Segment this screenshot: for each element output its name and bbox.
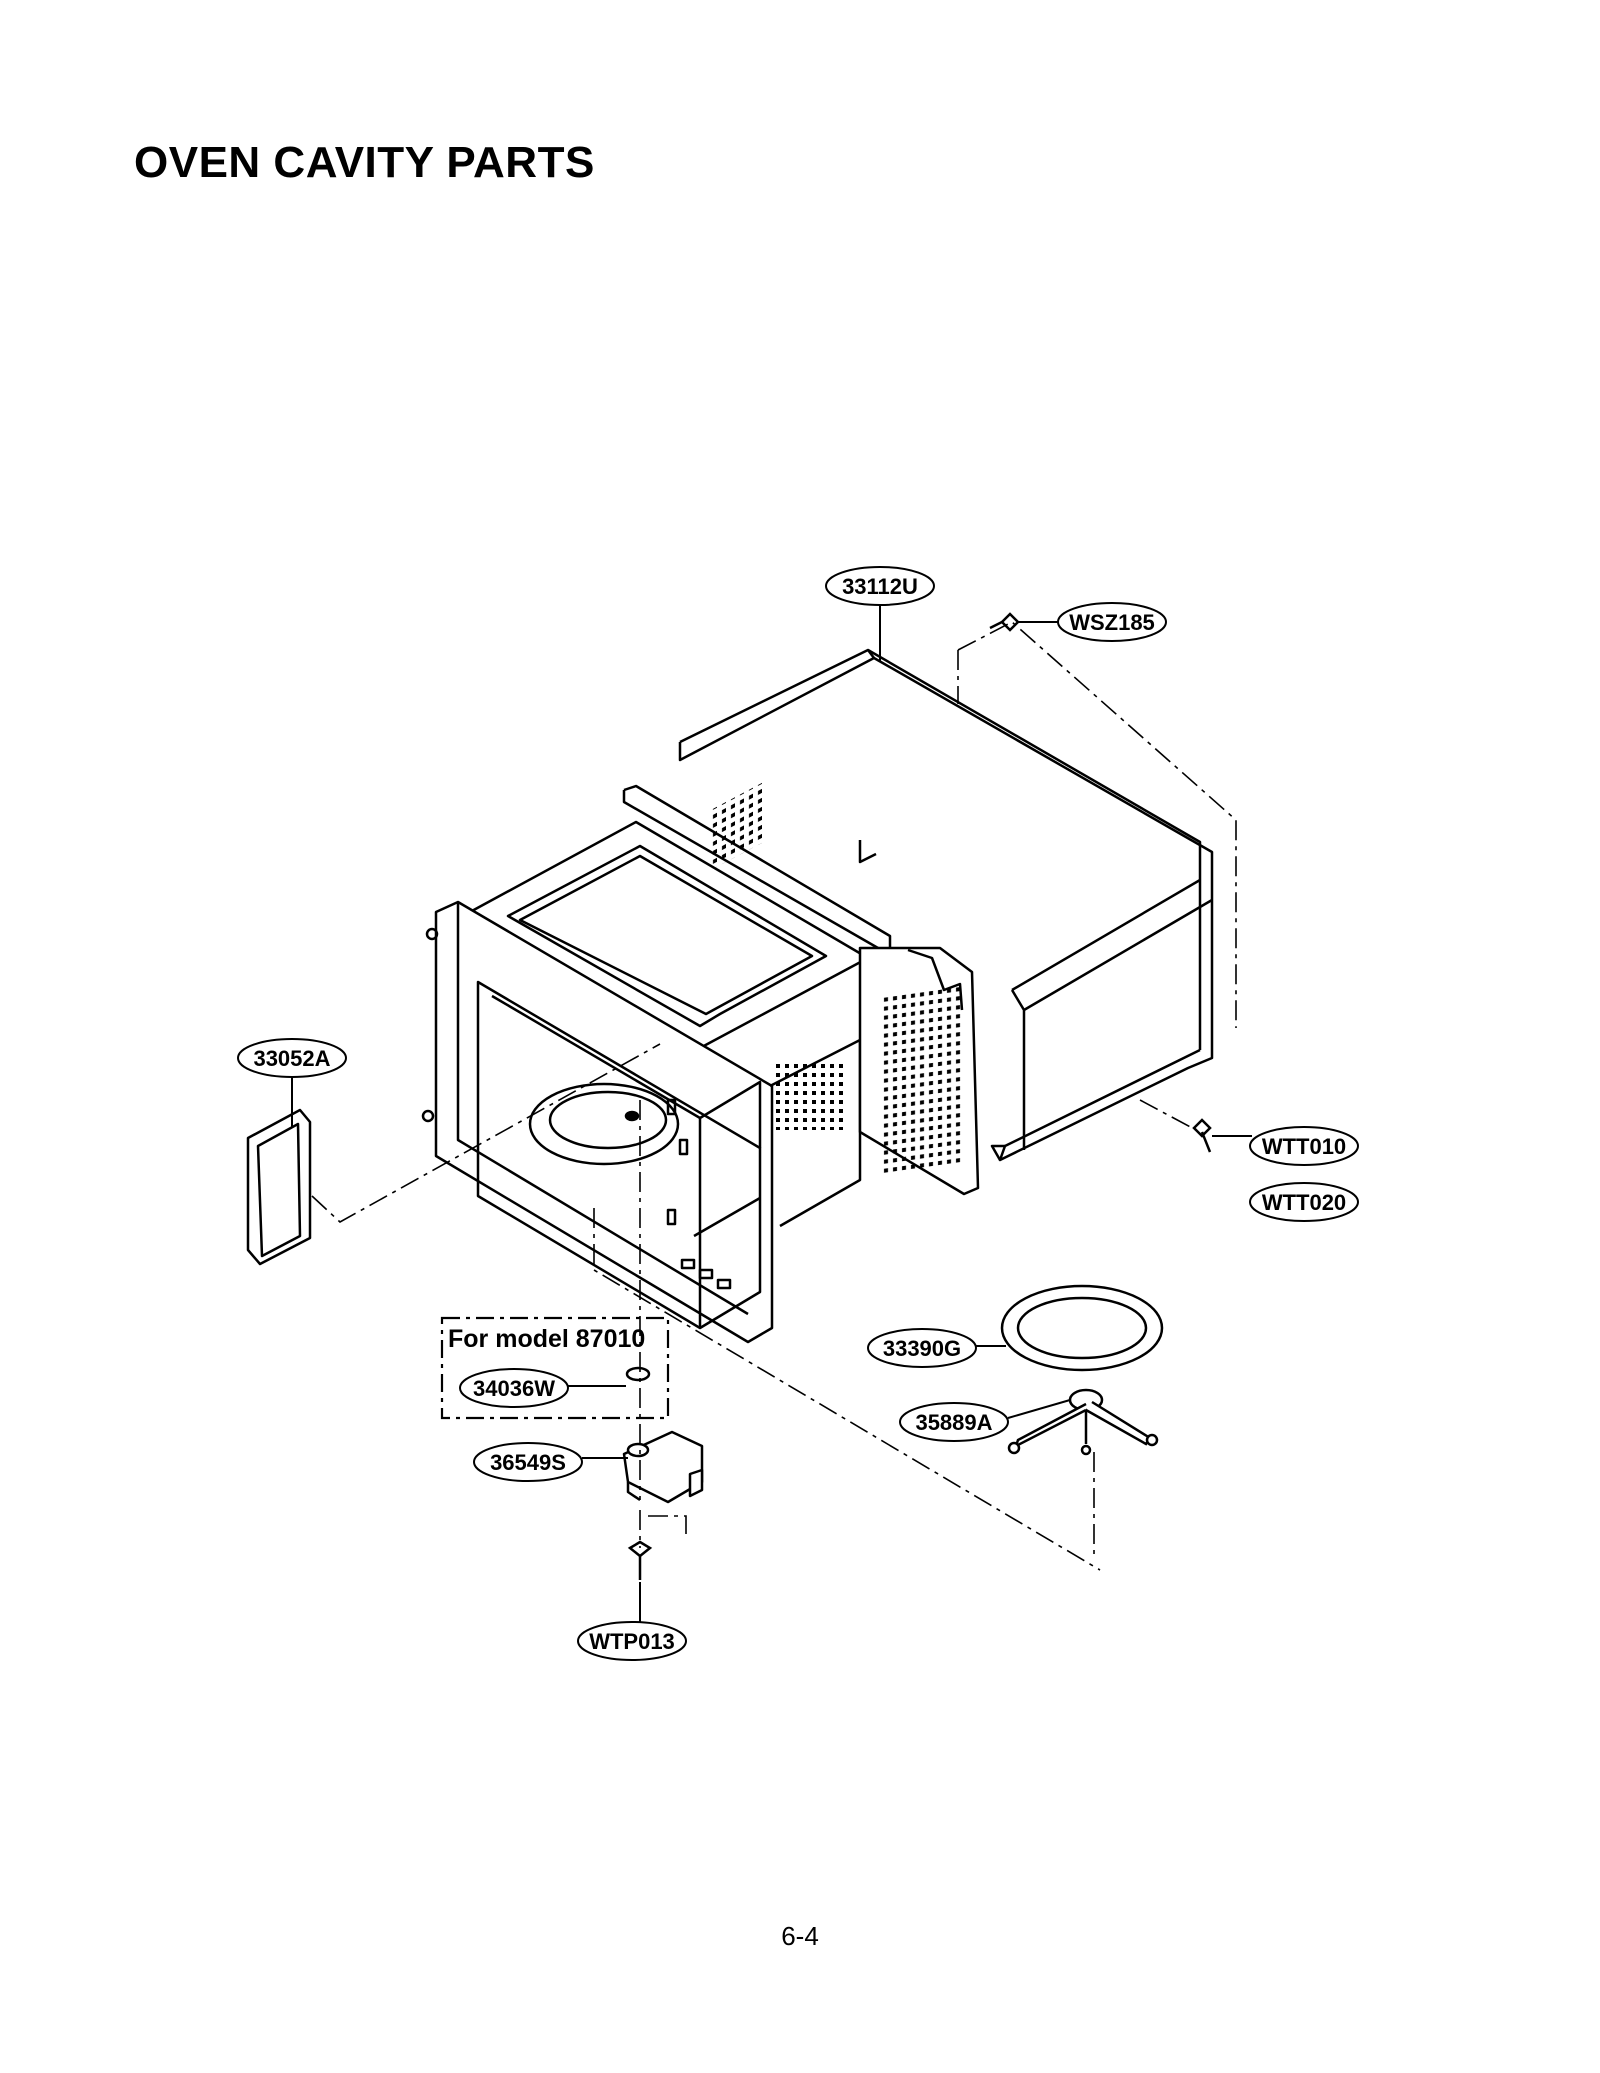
callout-36549S: 36549S — [473, 1442, 583, 1482]
outer-case-drawing — [678, 648, 1214, 1162]
turntable-motor-drawing — [622, 1430, 704, 1504]
cavity-frame-drawing — [421, 784, 980, 1344]
glass-tray-drawing — [1000, 1284, 1164, 1372]
callout-WSZ185: WSZ185 — [1057, 602, 1167, 642]
waveguide-cover-drawing — [246, 1108, 312, 1266]
part-label: WTP013 — [589, 1629, 675, 1654]
callout-33112U: 33112U — [825, 566, 935, 606]
page-title: OVEN CAVITY PARTS — [134, 138, 595, 187]
page-number: 6-4 — [781, 1921, 819, 1951]
roller-guide-drawing — [1007, 1388, 1159, 1456]
callout-35889A: 35889A — [899, 1402, 1009, 1442]
part-label: WSZ185 — [1069, 610, 1155, 635]
assembly-guide-lines — [311, 621, 1237, 1571]
part-label: 36549S — [490, 1450, 566, 1475]
part-label: 34036W — [473, 1376, 555, 1401]
model-box-title: For model 87010 — [448, 1325, 645, 1353]
callout-34036W: 34036W — [459, 1368, 569, 1408]
model-box: For model 87010 — [440, 1316, 670, 1420]
callout-33052A: 33052A — [237, 1038, 347, 1078]
callout-WTT020: WTT020 — [1249, 1182, 1359, 1222]
part-label: 33052A — [253, 1046, 330, 1071]
part-label: 33112U — [842, 574, 918, 599]
part-label: 33390G — [883, 1336, 961, 1361]
leader-lines — [291, 600, 1252, 1626]
callout-WTP013: WTP013 — [577, 1621, 687, 1661]
screw-wtp013-drawing — [627, 1540, 653, 1580]
coupler-drawing — [625, 1366, 651, 1382]
part-label: 35889A — [915, 1410, 992, 1435]
screw-wtt010-drawing — [1192, 1118, 1212, 1153]
part-label: WTT010 — [1262, 1134, 1346, 1159]
part-label: WTT020 — [1262, 1190, 1346, 1215]
callout-WTT010: WTT010 — [1249, 1126, 1359, 1166]
callout-33390G: 33390G — [867, 1328, 977, 1368]
screw-wsz185-drawing — [989, 612, 1020, 632]
